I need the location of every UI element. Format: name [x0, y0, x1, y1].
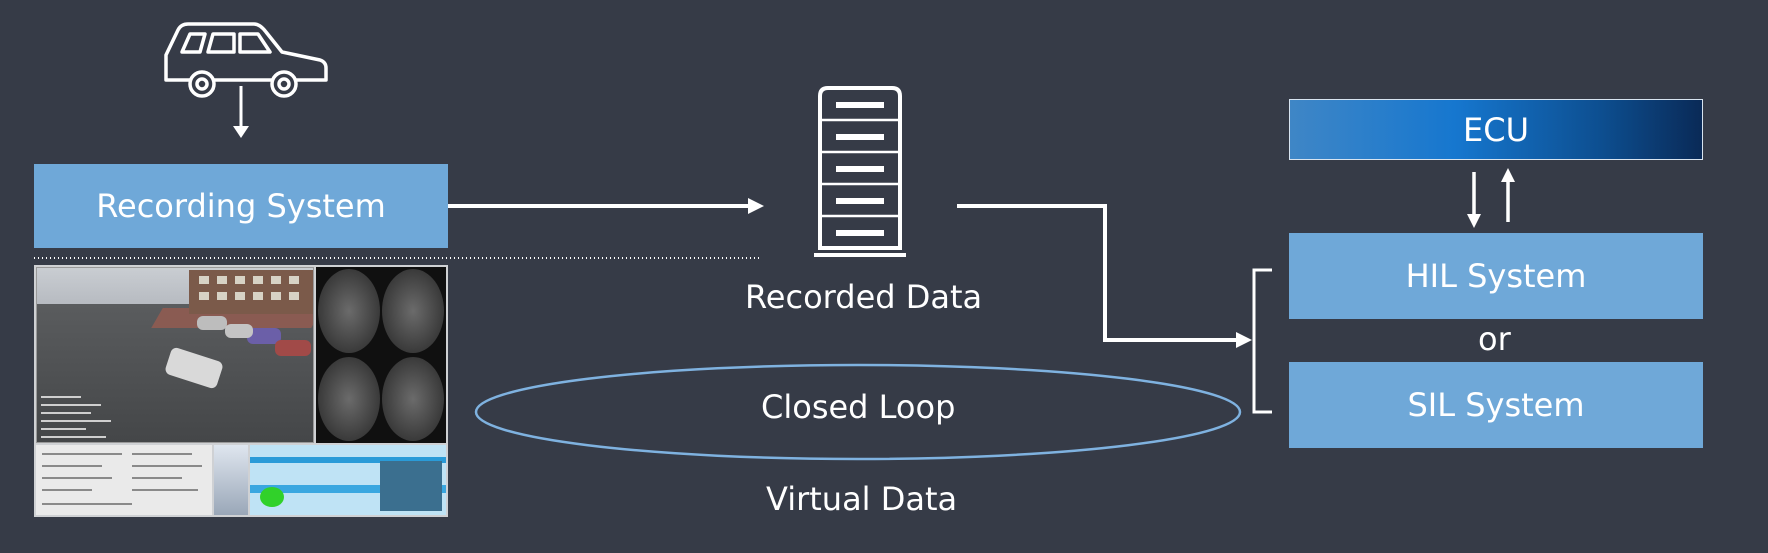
- car-icon: [164, 22, 328, 98]
- recording-to-server-arrow: [448, 198, 764, 214]
- ecu-box: ECU: [1289, 99, 1703, 160]
- ecu-label: ECU: [1463, 110, 1529, 149]
- simulation-control-panel: [36, 445, 212, 515]
- recorded-data-label: Recorded Data: [745, 278, 983, 316]
- recording-system-label: Recording System: [96, 187, 386, 225]
- simulation-data-plot: [250, 445, 446, 515]
- server-to-system-arrow: [957, 204, 1252, 348]
- car-down-arrow: [233, 86, 249, 138]
- simulation-fisheye-views: [316, 267, 446, 443]
- simulation-3d-view: [36, 267, 314, 443]
- simulation-camera-view: [214, 445, 248, 515]
- hil-system-label: HIL System: [1405, 257, 1587, 295]
- simulation-screenshot: [34, 265, 448, 517]
- closed-loop-ellipse: [474, 363, 1242, 461]
- recording-system-box: Recording System: [34, 164, 448, 248]
- system-bracket: [1252, 268, 1272, 414]
- or-label: or: [1478, 320, 1511, 358]
- ecu-hil-arrows: [1467, 168, 1515, 228]
- sil-system-label: SIL System: [1407, 386, 1585, 424]
- closed-loop-label: Closed Loop: [761, 388, 956, 426]
- virtual-data-label: Virtual Data: [766, 480, 958, 518]
- hil-system-box: HIL System: [1289, 233, 1703, 319]
- sil-system-box: SIL System: [1289, 362, 1703, 448]
- server-icon: [814, 86, 906, 257]
